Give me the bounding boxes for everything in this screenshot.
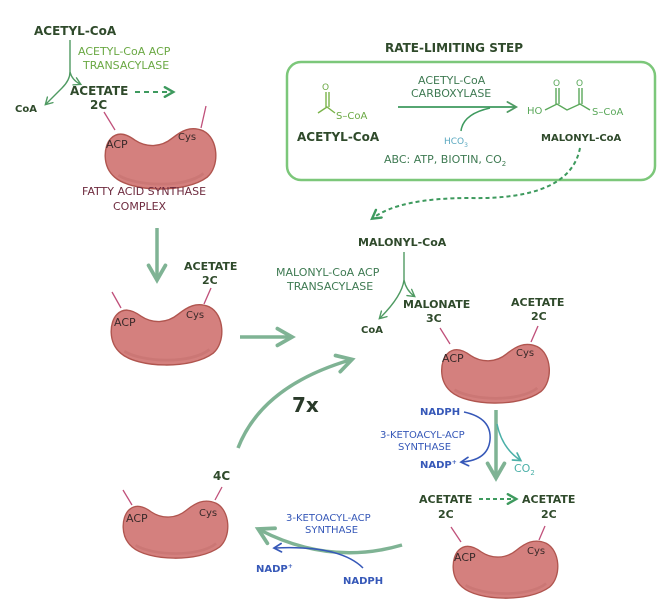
malonyl-coa-name: MALONYL-CoA xyxy=(541,133,622,144)
carbonyl-o: O xyxy=(322,83,329,93)
nadph-label-2: NADPH xyxy=(343,576,383,587)
stage3-acetate-carbons: 2C xyxy=(531,310,547,323)
co2-arrow xyxy=(496,423,523,462)
acetyl-s-coa: S–CoA xyxy=(336,111,367,122)
cys-stem xyxy=(530,325,539,343)
acp-label: ACP xyxy=(126,512,148,525)
cys-label: Cys xyxy=(527,546,545,557)
coa-byproduct-label: CoA xyxy=(15,104,37,115)
acp-label: ACP xyxy=(106,138,128,151)
complex-label-line1: FATTY ACID SYNTHASE xyxy=(82,185,206,198)
nadp-label-2: NADP+ xyxy=(256,563,293,575)
hco3-arrow xyxy=(460,107,491,132)
arrow-to-coa xyxy=(44,40,71,106)
ks-enzyme-line1: 3-KETOACYL-ACP xyxy=(380,430,465,441)
stage4-right-acetate: ACETATE xyxy=(522,493,575,506)
nadph-label: NADPH xyxy=(420,407,460,418)
o2-label: O xyxy=(576,79,583,89)
cys-stem xyxy=(538,525,546,541)
acp-stem xyxy=(111,291,122,309)
rate-limiting-box xyxy=(285,60,657,182)
four-carbon-label: 4C xyxy=(213,469,230,483)
complex-label-line2: COMPLEX xyxy=(113,200,167,213)
stage5-complex: 4C ACP Cys xyxy=(121,469,230,560)
cys-label: Cys xyxy=(516,348,534,359)
enzyme-label-line2: TRANSACYLASE xyxy=(82,59,169,72)
acc-enzyme-line1: ACETYL-CoA xyxy=(418,74,486,87)
hco3-label: HCO3 xyxy=(444,137,468,149)
dashed-malonyl-arrow xyxy=(370,147,581,221)
reduction-enzyme-line1: 3-KETOACYL-ACP xyxy=(286,513,371,524)
cys-stem xyxy=(214,486,223,501)
malonyl-s-coa: S–CoA xyxy=(592,107,623,118)
arrow-to-coa-2 xyxy=(378,252,405,320)
arrow-to-malonate xyxy=(403,279,416,298)
acp-stem xyxy=(122,489,133,506)
malonyl-coa-structure xyxy=(544,88,591,111)
malonyl-coa-label: MALONYL-CoA xyxy=(358,236,447,249)
stage2-carbons: 2C xyxy=(202,274,218,287)
cys-label: Cys xyxy=(199,508,217,519)
repeat-count-label: 7x xyxy=(292,393,319,417)
malonate-label: MALONATE xyxy=(403,298,470,311)
stage4-left-carbons: 2C xyxy=(438,508,454,521)
nadph-arrow xyxy=(459,411,491,467)
acp-label: ACP xyxy=(442,352,464,365)
co2-label: CO2 xyxy=(514,462,535,477)
stage2-complex: ACETATE 2C ACP Cys xyxy=(109,260,237,367)
mcat-enzyme-line2: TRANSACYLASE xyxy=(286,280,373,293)
arrow-to-acetate xyxy=(69,71,83,86)
nadp-label: NADP+ xyxy=(420,459,457,471)
cys-label: Cys xyxy=(186,310,204,321)
acp-label: ACP xyxy=(114,316,136,329)
stage4-complex: ACETATE 2C ACETATE 2C ACP Cys xyxy=(419,493,575,600)
ks-enzyme-line2: SYNTHASE xyxy=(398,442,451,453)
malonate-carbons: 3C xyxy=(426,312,442,325)
enzyme-label-line1: ACETYL-CoA ACP xyxy=(78,45,171,58)
malonyl-transfer-section: MALONYL-CoA MALONYL-CoA ACP TRANSACYLASE… xyxy=(276,236,564,405)
nadph-arrow-2 xyxy=(272,542,364,569)
stage2-acetate-label: ACETATE xyxy=(184,260,237,273)
stage4-right-carbons: 2C xyxy=(541,508,557,521)
mcat-enzyme-line1: MALONYL-CoA ACP xyxy=(276,266,380,279)
acp-stem xyxy=(450,526,462,543)
cys-stem xyxy=(203,287,212,305)
acetate-label: ACETATE xyxy=(70,84,128,98)
cys-stem xyxy=(200,105,207,129)
cys-label: Cys xyxy=(178,132,196,143)
coa-byproduct-2: CoA xyxy=(361,325,383,336)
ho-label: HO xyxy=(527,106,543,117)
requirements-label: ABC: ATP, BIOTIN, CO2 xyxy=(384,153,506,168)
repeat-cycle-arrow xyxy=(236,353,356,449)
reduction-enzyme-line2: SYNTHASE xyxy=(305,525,358,536)
acetyl-coa-label: ACETYL-CoA xyxy=(34,24,117,38)
stage4-left-acetate: ACETATE xyxy=(419,493,472,506)
acetyl-coa-name: ACETYL-CoA xyxy=(297,130,380,144)
fatty-acid-synthase-protein: ACP Cys xyxy=(103,105,218,191)
rate-limiting-title: RATE-LIMITING STEP xyxy=(385,41,523,55)
acetate-carbons: 2C xyxy=(90,98,107,112)
rate-limiting-step: RATE-LIMITING STEP O S–CoA ACETYL-CoA AC… xyxy=(285,41,657,182)
stage3-acetate-label: ACETATE xyxy=(511,296,564,309)
acetyl-loading-section: ACETYL-CoA ACETYL-CoA ACP TRANSACYLASE C… xyxy=(15,24,218,213)
o1-label: O xyxy=(553,79,560,89)
acetyl-coa-structure xyxy=(317,92,336,114)
condensation-section: CO2 NADPH 3-KETOACYL-ACP SYNTHASE NADP+ xyxy=(380,407,535,482)
reduction-section: 3-KETOACYL-ACP SYNTHASE NADP+ NADPH xyxy=(254,513,403,587)
acp-stem xyxy=(439,327,451,345)
acc-enzyme-line2: CARBOXYLASE xyxy=(411,87,491,100)
acp-stem xyxy=(103,111,116,131)
acp-label: ACP xyxy=(454,551,476,564)
